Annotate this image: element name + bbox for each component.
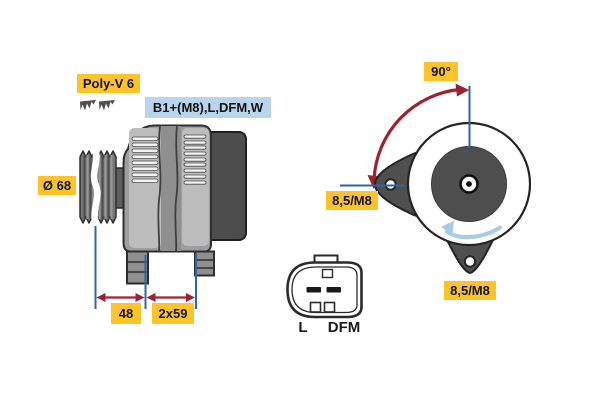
- housing-contour-line: [157, 125, 162, 252]
- housing-bridge: [161, 126, 181, 251]
- connector-key-tab: [309, 301, 322, 313]
- dimension-2x59-label: 2x59: [152, 303, 194, 324]
- mount-hole-bottom-label: 8,5/M8: [444, 281, 496, 300]
- terminals-label: B1+(M8),L,DFM,W: [145, 97, 271, 118]
- rear-bracket-shading: [182, 128, 209, 246]
- connector-pin-l-label: L: [298, 319, 308, 336]
- mount-hole-bottom: [463, 255, 477, 268]
- connector-pin-dfm: [326, 287, 341, 293]
- shaft-center: [466, 181, 472, 187]
- dimension-arrow-48: [96, 293, 145, 302]
- connector-pin-l: [306, 287, 321, 293]
- pulley-break-line: [90, 146, 101, 227]
- dimension-annotations: [94, 226, 197, 309]
- pulley-diameter-label: Ø 68: [38, 176, 76, 195]
- cooling-fins-front: [131, 136, 159, 183]
- connector-latch: [321, 268, 334, 279]
- dimension-arrow-2x59: [146, 293, 195, 302]
- alternator-front-view: [340, 83, 532, 274]
- pulley: [79, 146, 117, 227]
- belt-profile-icon: [80, 100, 115, 111]
- connector-outer-shell: [286, 261, 363, 319]
- dimension-48-label: 48: [111, 303, 141, 324]
- alternator-side-view: [79, 124, 247, 285]
- rotation-direction-arrow: [441, 220, 503, 240]
- connector-inner-shell: [291, 266, 358, 314]
- angle-90-label: 90°: [424, 62, 458, 81]
- mounting-foot-left: [126, 250, 149, 285]
- cooling-fins-rear: [183, 134, 207, 185]
- mount-hole-left-label: 8,5/M8: [326, 191, 378, 210]
- housing-contour-line: [174, 125, 179, 252]
- connector-diagram: [286, 254, 363, 319]
- belt-type-label: Poly-V 6: [77, 74, 140, 93]
- connector-pin-dfm-label: DFM: [327, 319, 361, 336]
- connector-key-tab: [323, 301, 336, 313]
- mounting-foot-right: [194, 250, 215, 277]
